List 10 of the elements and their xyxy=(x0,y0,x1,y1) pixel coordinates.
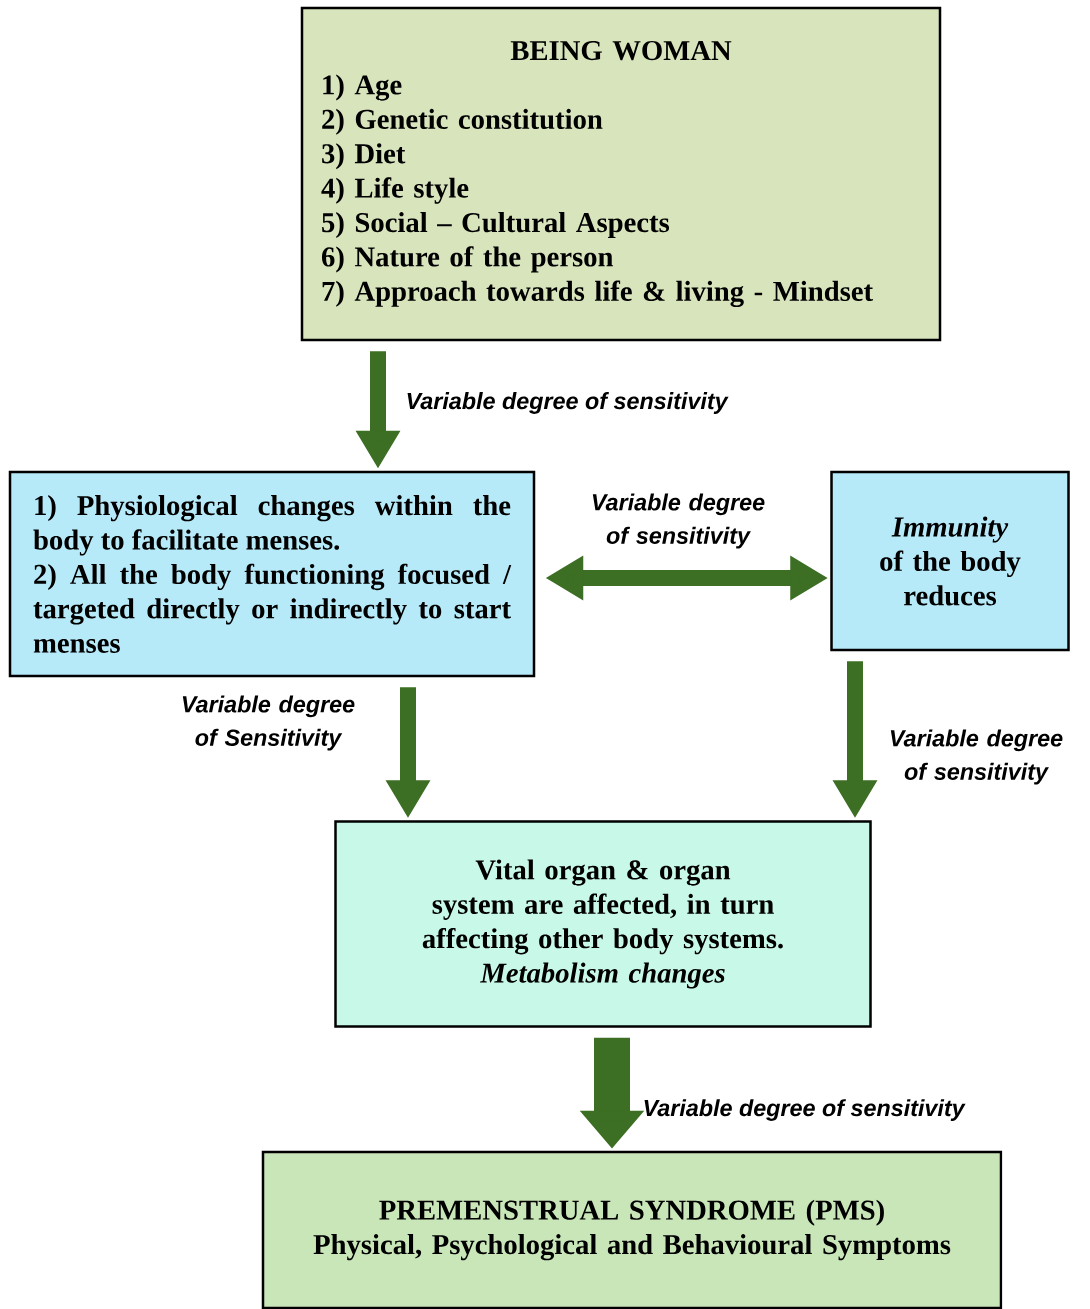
edge-label: Variable degree of Sensitivity xyxy=(182,695,355,751)
text-box: PREMENSTRUAL SYNDROME (PMS) Physical, Psychological and Behavioural Symptoms xyxy=(261,1150,1003,1309)
edge-label: Variable degree of sensitivity xyxy=(592,493,765,549)
text-box: BEING WOMAN 1) Age 2) Genetic constitution 3) Diet 4) Life style 5) Social – Cultural Aspects 6) Nature of the person 7) Approach towards life & living - Mindset xyxy=(300,6,942,342)
text-box: Vital organ & organ system are affected, in turn affecting other body systems. Metabolism changes xyxy=(334,820,872,1028)
text-box: 1) Physiological changes within the body to facilitate menses. 2) All the body functioning focused / targeted directly or indirectly to start menses xyxy=(8,470,536,678)
edge-label: Variable degree of sensitivity xyxy=(644,1099,966,1121)
edge-label: Variable degree of sensitivity xyxy=(890,729,1063,785)
text-box: Immunity of the body reduces xyxy=(830,470,1070,652)
edge-label: Variable degree of sensitivity xyxy=(407,392,729,414)
